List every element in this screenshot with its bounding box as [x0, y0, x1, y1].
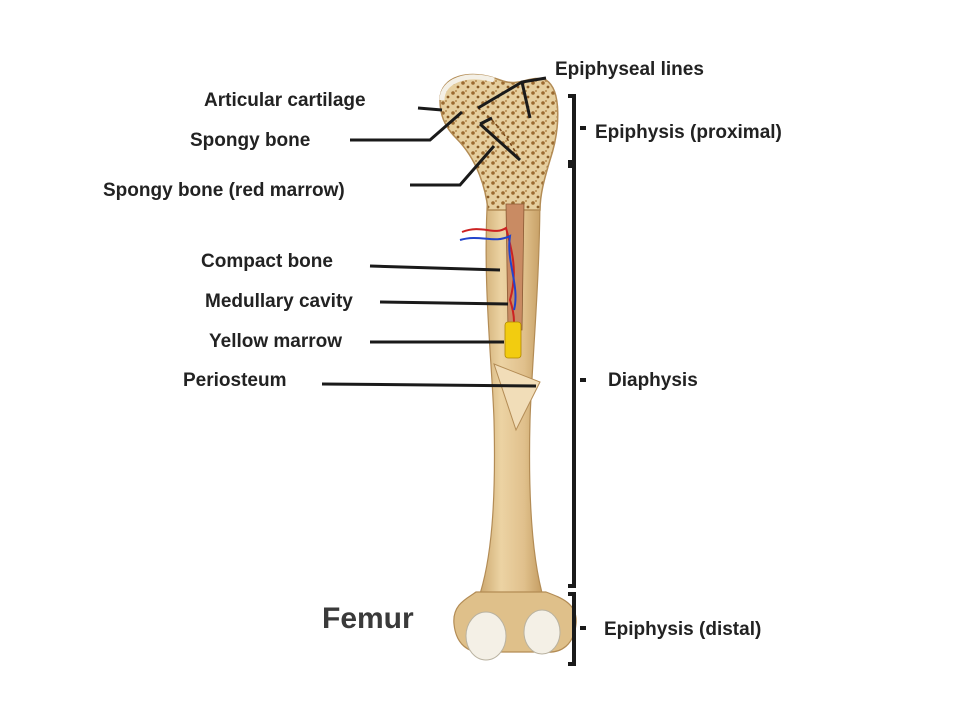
articular-cartilage-shape — [439, 74, 495, 101]
label-articular-cartilage: Articular cartilage — [204, 90, 366, 111]
label-epiphysis-distal: Epiphysis (distal) — [604, 619, 762, 640]
label-medullary-cavity: Medullary cavity — [205, 291, 353, 312]
label-spongy-bone-red-marrow: Spongy bone (red marrow) — [103, 180, 345, 201]
condyle-cartilage-right — [523, 609, 561, 655]
blood-vessel-blue — [459, 234, 517, 311]
label-compact-bone: Compact bone — [201, 251, 333, 272]
leader-lines — [321, 76, 547, 388]
leader-epiphyseal-lines-box — [478, 116, 522, 162]
periosteum-flap — [493, 363, 541, 432]
leader-spongy-bone — [350, 110, 463, 142]
label-epiphyseal-lines: Epiphyseal lines — [555, 59, 704, 80]
leader-epiphyseal-lines — [477, 76, 547, 119]
condyle-cartilage-left — [465, 611, 507, 661]
label-diaphysis: Diaphysis — [608, 370, 698, 391]
label-epiphysis-proximal: Epiphysis (proximal) — [595, 122, 782, 143]
leader-periosteum — [321, 382, 537, 388]
bracket-proximal — [568, 94, 576, 164]
bracket-distal — [568, 592, 576, 666]
label-yellow-marrow: Yellow marrow — [209, 331, 343, 352]
region-brackets — [568, 94, 586, 666]
diagram-title: Femur — [322, 602, 414, 635]
yellow-marrow-shape — [504, 321, 522, 359]
medullary-cavity-shape — [505, 203, 525, 331]
bracket-diaphysis — [568, 164, 576, 588]
label-spongy-bone: Spongy bone — [190, 130, 311, 151]
leader-compact-bone — [369, 264, 501, 272]
leader-articular-cartilage — [417, 106, 443, 112]
blood-vessel-red — [461, 226, 515, 341]
leader-spongy-bone-red-marrow — [410, 145, 496, 187]
label-periosteum: Periosteum — [183, 370, 287, 391]
leader-medullary-cavity — [379, 300, 509, 306]
